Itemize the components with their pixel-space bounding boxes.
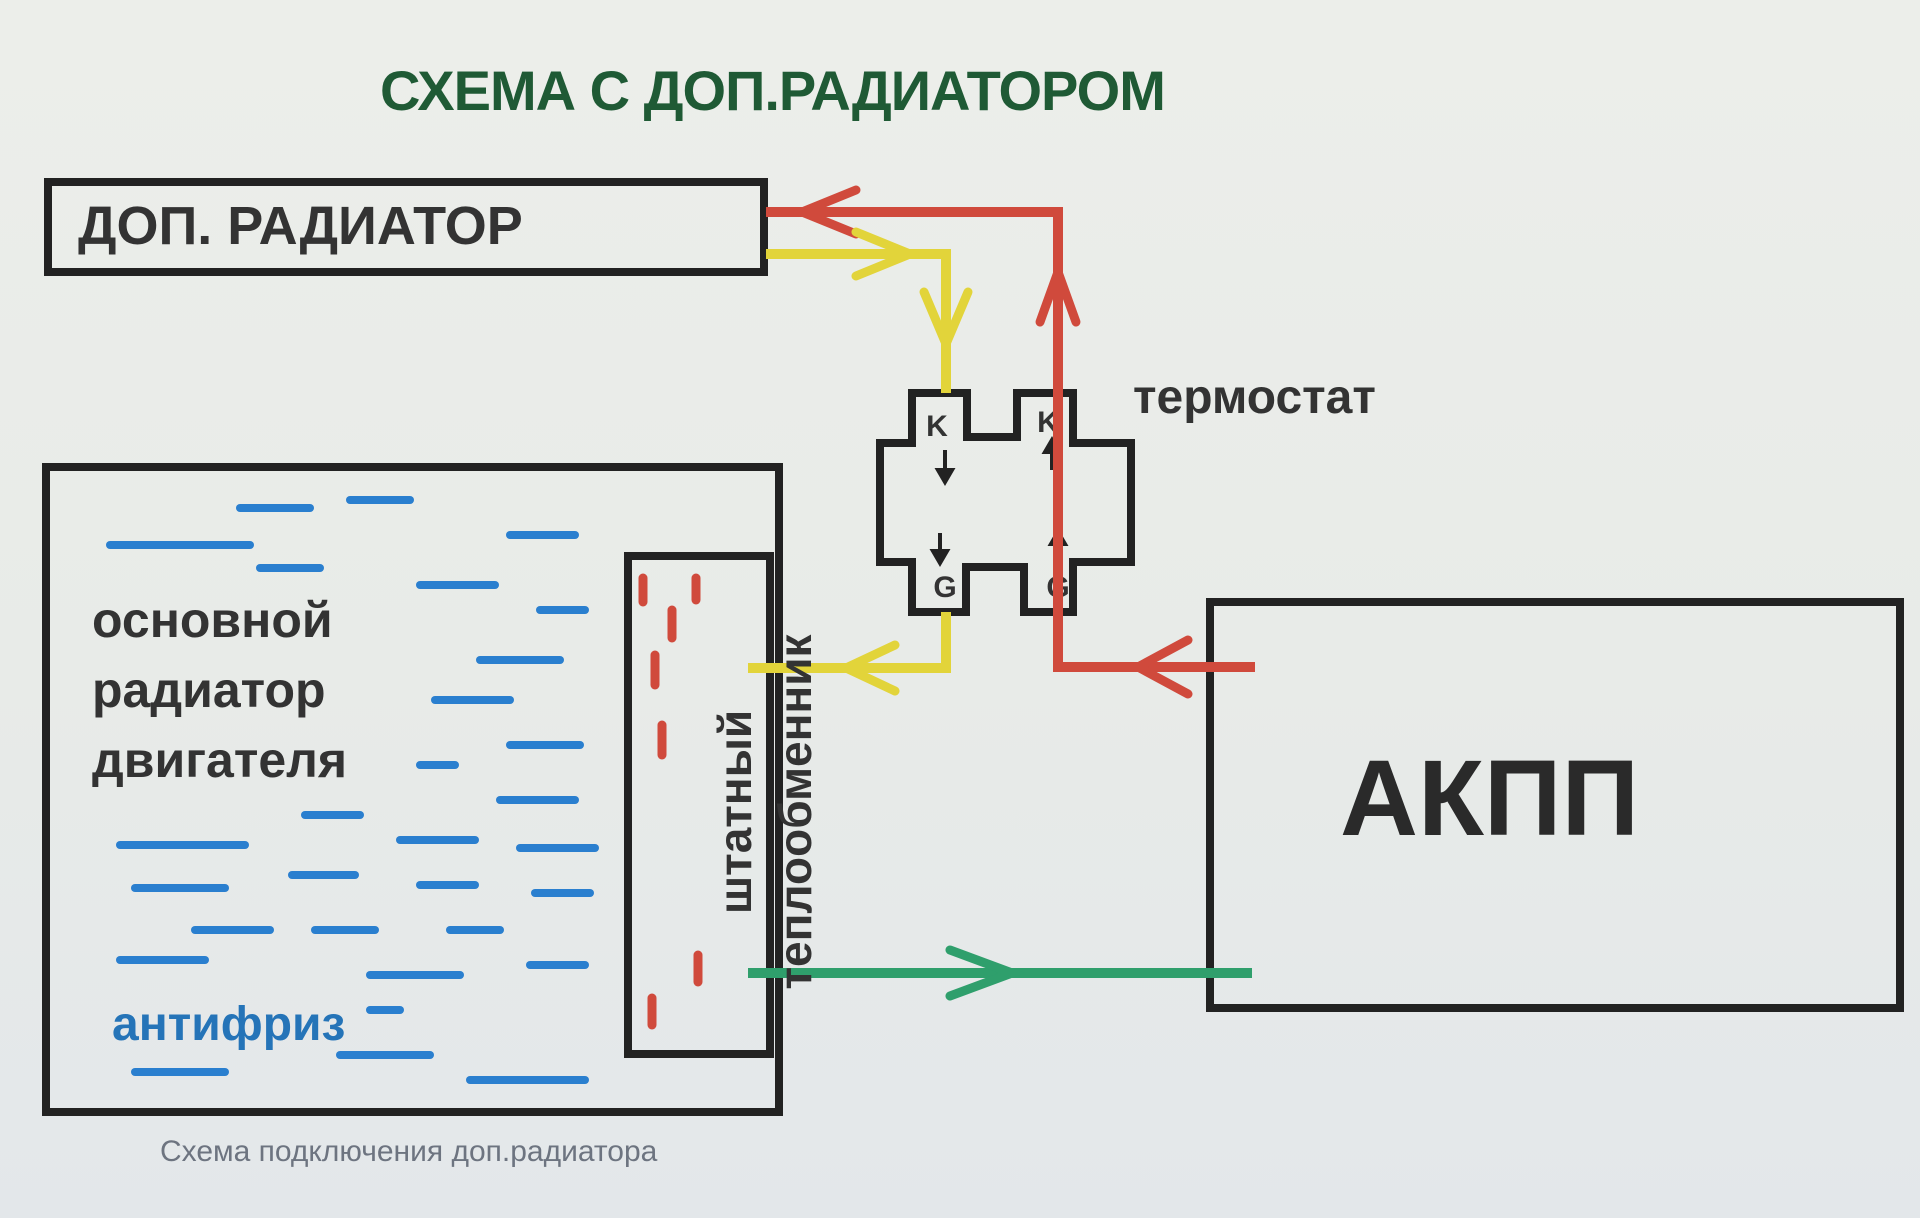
thermostat-body xyxy=(876,389,1135,616)
heat-exchanger-line1: штатный xyxy=(709,709,761,915)
main-radiator-line2: радиатор xyxy=(92,662,326,718)
coolant-dashes xyxy=(106,496,599,1084)
dop-radiator-box xyxy=(44,178,768,276)
port-g-left: G xyxy=(933,571,956,604)
thermostat-inner-arrows xyxy=(929,436,1069,567)
port-k-left: K xyxy=(926,410,948,443)
thermostat-label: термостат xyxy=(1133,371,1376,424)
main-radiator-label: основной радиатор двигателя xyxy=(92,585,347,795)
antifreeze-label: антифриз xyxy=(112,998,346,1051)
akpp-label: АКПП xyxy=(1340,737,1640,858)
dop-radiator-label: ДОП. РАДИАТОР xyxy=(78,196,523,256)
cooled-line-return xyxy=(748,612,951,673)
diagram-caption: Схема подключения доп.радиатора xyxy=(160,1135,658,1168)
main-radiator-line1: основной xyxy=(92,592,333,648)
return-line-arrow xyxy=(945,945,1025,1001)
akpp-box xyxy=(1206,598,1904,1012)
diagram-title: СХЕМА С ДОП.РАДИАТОРОМ xyxy=(380,59,1166,122)
heat-exchanger-box xyxy=(624,552,774,1058)
heat-exchanger-red-dashes xyxy=(638,573,703,1030)
hot-line-arrows xyxy=(790,185,1193,699)
main-radiator-box xyxy=(42,463,783,1116)
hot-line xyxy=(766,207,1255,672)
cooled-line-arrows xyxy=(835,227,973,696)
heat-exchanger-label: штатный теплообменник xyxy=(705,635,825,990)
heat-exchanger-line2: теплообменник xyxy=(769,634,821,990)
main-radiator-line3: двигателя xyxy=(92,732,348,788)
